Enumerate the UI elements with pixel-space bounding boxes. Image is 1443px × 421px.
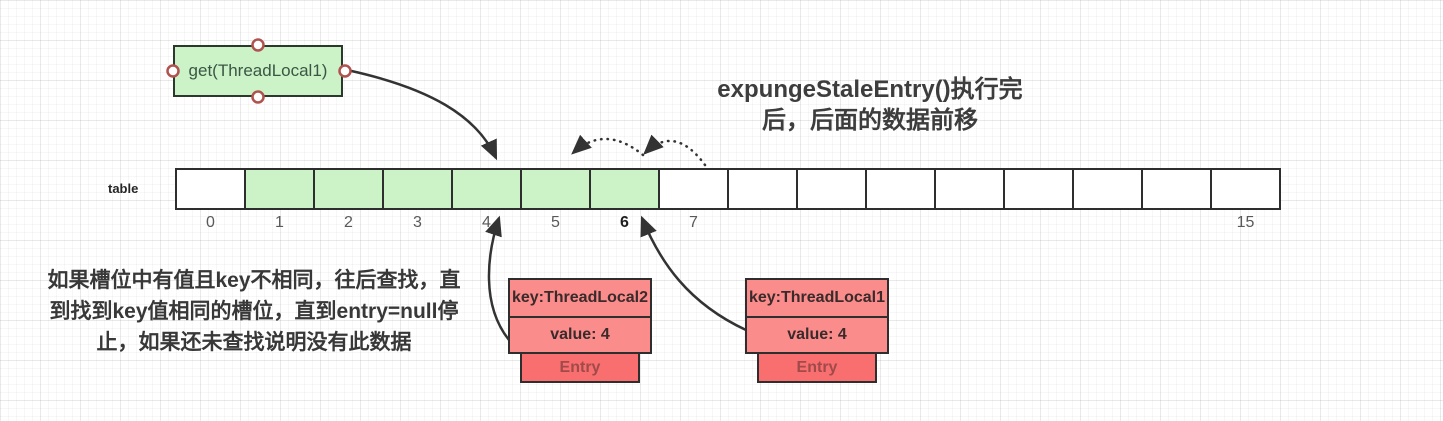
entry2-value-row[interactable]: value: 4 [508, 316, 652, 354]
cell-index-label-13 [1072, 214, 1143, 232]
headline-line1: expungeStaleEntry()执行完 [717, 76, 1023, 103]
table-cell-10[interactable] [865, 168, 936, 210]
note-text: 如果槽位中有值且key不相同，往后查找，直 到找到key值相同的槽位，直到ent… [28, 265, 480, 358]
table-cell-15[interactable] [1210, 168, 1281, 210]
cell-index-label-10 [865, 214, 936, 232]
entry-box-threadlocal2[interactable]: key:ThreadLocal2 value: 4 Entry [508, 278, 652, 383]
cell-index-label-8 [727, 214, 798, 232]
cell-index-label-12 [1003, 214, 1074, 232]
cell-index-label-1: 1 [275, 214, 284, 231]
table-cell-8[interactable] [727, 168, 798, 210]
cell-index-label-4: 4 [482, 214, 491, 231]
note-line1: 如果槽位中有值且key不相同，往后查找，直 [47, 269, 461, 292]
arrow-get-to-slot4 [346, 68, 498, 161]
table-cell-2[interactable] [313, 168, 384, 210]
entry1-key-row[interactable]: key:ThreadLocal1 [745, 278, 889, 318]
entry2-tag-row[interactable]: Entry [520, 352, 640, 383]
cell-index-label-0: 0 [206, 214, 215, 231]
cell-index-label-3: 3 [413, 214, 422, 231]
arrow-entry-threadlocal2-to-slot4 [485, 215, 510, 341]
entry-box-threadlocal1[interactable]: key:ThreadLocal1 value: 4 Entry [745, 278, 889, 383]
table-cell-13[interactable] [1072, 168, 1143, 210]
note-line2: 到找到key值相同的槽位，直到entry=null停 [49, 300, 459, 323]
table-cells [175, 168, 1281, 210]
cell-index-label-11 [934, 214, 1005, 232]
cell-index-label-2: 2 [344, 214, 353, 231]
table-cell-5[interactable] [520, 168, 591, 210]
get-box-label: get(ThreadLocal1) [188, 61, 328, 80]
cell-index-label-7: 7 [689, 214, 698, 231]
get-threadlocal1-box[interactable]: get(ThreadLocal1) [173, 45, 343, 97]
table-cell-14[interactable] [1141, 168, 1212, 210]
shift-arrow-slot7-to-slot6 [643, 134, 707, 167]
headline-line2: 后，后面的数据前移 [762, 107, 978, 134]
headline: expungeStaleEntry()执行完 后，后面的数据前移 [688, 74, 1052, 136]
table-cell-9[interactable] [796, 168, 867, 210]
table-cell-1[interactable] [244, 168, 315, 210]
entry2-key-row[interactable]: key:ThreadLocal2 [508, 278, 652, 318]
table-cell-7[interactable] [658, 168, 729, 210]
cell-index-label-6: 6 [620, 214, 629, 231]
cell-index-label-9 [796, 214, 867, 232]
cell-index-label-5: 5 [551, 214, 560, 231]
table-cell-6[interactable] [589, 168, 660, 210]
table-cell-3[interactable] [382, 168, 453, 210]
table-indices: 0 1 2 3 4 5 6 7 15 [175, 214, 1281, 232]
shift-arrow-slot6-to-slot5 [571, 134, 645, 157]
table-cell-4[interactable] [451, 168, 522, 210]
table-label: table [108, 181, 139, 196]
arrow-entry-threadlocal1-to-slot6 [640, 215, 747, 332]
table-cell-12[interactable] [1003, 168, 1074, 210]
entry1-value-row[interactable]: value: 4 [745, 316, 889, 354]
cell-index-label-15: 15 [1236, 214, 1255, 231]
table-cell-11[interactable] [934, 168, 1005, 210]
table-cell-0[interactable] [175, 168, 246, 210]
entry1-tag-row[interactable]: Entry [757, 352, 877, 383]
note-line3: 止，如果还未查找说明没有此数据 [96, 331, 412, 354]
cell-index-label-14 [1141, 214, 1212, 232]
